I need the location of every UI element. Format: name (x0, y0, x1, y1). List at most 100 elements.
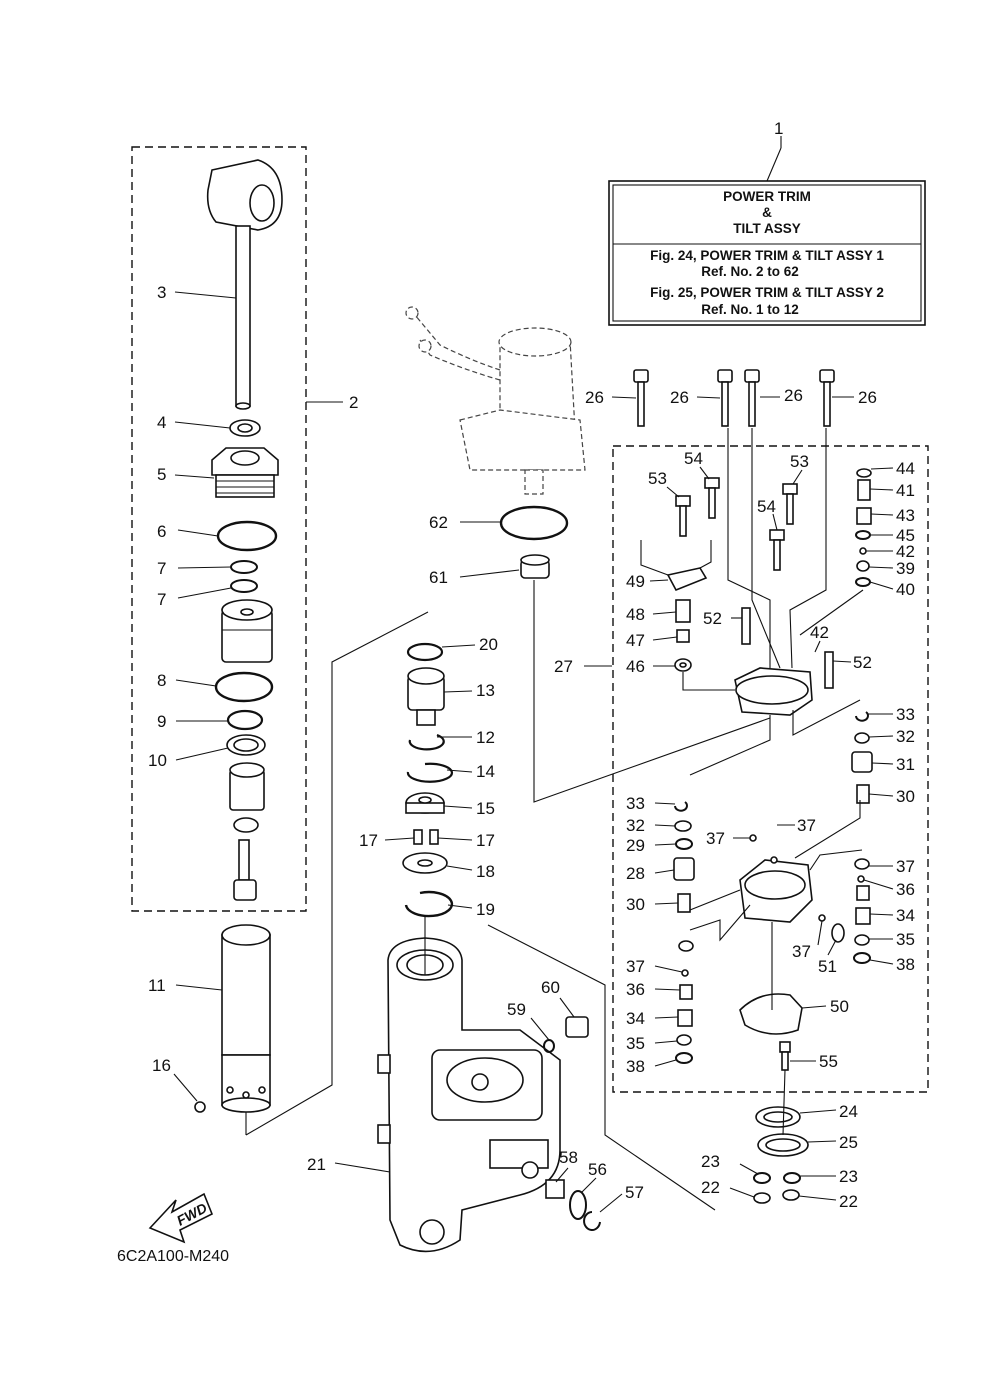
fwd-arrow-icon: FWD (148, 1192, 214, 1244)
callout-numbers: 1 2 3 4 5 6 7 7 8 9 10 11 16 20 13 12 14… (148, 119, 915, 1211)
callout-18: 18 (476, 862, 495, 881)
callout-17a: 17 (359, 831, 378, 850)
callout-19: 19 (476, 900, 495, 919)
callout-32b: 32 (626, 816, 645, 835)
callout-30a: 30 (896, 787, 915, 806)
callout-38a: 38 (896, 955, 915, 974)
callout-54a: 54 (684, 449, 703, 468)
left-assembly-parts (206, 159, 283, 901)
callout-57: 57 (625, 1183, 644, 1202)
group-box-27 (612, 445, 929, 1093)
callout-16: 16 (152, 1056, 171, 1075)
callout-44: 44 (896, 459, 915, 478)
callout-34a: 34 (896, 906, 915, 925)
callout-55: 55 (819, 1052, 838, 1071)
callout-37d: 37 (792, 942, 811, 961)
callout-33b: 33 (626, 794, 645, 813)
callout-25: 25 (839, 1133, 858, 1152)
leader-lines (173, 136, 894, 1213)
callout-12: 12 (476, 728, 495, 747)
callout-22b: 22 (839, 1192, 858, 1211)
callout-56: 56 (588, 1160, 607, 1179)
callout-53a: 53 (648, 469, 667, 488)
callout-47: 47 (626, 631, 645, 650)
diagram-code: 6C2A100-M240 (117, 1248, 229, 1265)
callout-49: 49 (626, 572, 645, 591)
motor-assembly (405, 306, 586, 495)
callout-7a: 7 (157, 559, 166, 578)
callout-51: 51 (818, 957, 837, 976)
callout-1: 1 (774, 119, 783, 138)
callout-26b: 26 (670, 388, 689, 407)
callout-14: 14 (476, 762, 495, 781)
callout-21: 21 (307, 1155, 326, 1174)
callout-3: 3 (157, 283, 166, 302)
callout-8: 8 (157, 671, 166, 690)
callout-61: 61 (429, 568, 448, 587)
callout-36a: 36 (896, 880, 915, 899)
callout-26c: 26 (784, 386, 803, 405)
callout-11: 11 (148, 976, 166, 995)
ref-line-2: Fig. 25, POWER TRIM & TILT ASSY 2 (650, 285, 884, 300)
callout-39: 39 (896, 559, 915, 578)
callout-23a: 23 (701, 1152, 720, 1171)
callout-26a: 26 (585, 388, 604, 407)
callout-6: 6 (157, 522, 166, 541)
callout-29: 29 (626, 836, 645, 855)
callout-54b: 54 (757, 497, 776, 516)
callout-15: 15 (476, 799, 495, 818)
callout-53b: 53 (790, 452, 809, 471)
callout-9: 9 (157, 712, 166, 731)
housing-21 (377, 915, 561, 1253)
title-line-3: TILT ASSY (733, 221, 801, 236)
callout-40: 40 (896, 580, 915, 599)
callout-5: 5 (157, 465, 166, 484)
callout-62: 62 (429, 513, 448, 532)
callout-52b: 52 (853, 653, 872, 672)
callout-10: 10 (148, 751, 167, 770)
callout-60: 60 (541, 978, 560, 997)
fittings (543, 1016, 601, 1231)
callout-28: 28 (626, 864, 645, 883)
callout-35a: 35 (896, 930, 915, 949)
callout-27: 27 (554, 657, 573, 676)
callout-22a: 22 (701, 1178, 720, 1197)
callout-48: 48 (626, 605, 645, 624)
title-box: POWER TRIM & TILT ASSY Fig. 24, POWER TR… (608, 180, 926, 326)
callout-37c: 37 (896, 857, 915, 876)
callout-33a: 33 (896, 705, 915, 724)
callout-38b: 38 (626, 1057, 645, 1076)
middle-column-parts (402, 642, 454, 918)
callout-37a: 37 (706, 829, 725, 848)
callout-23b: 23 (839, 1167, 858, 1186)
callout-42b: 42 (896, 542, 915, 561)
callout-32a: 32 (896, 727, 915, 746)
right-assembly-parts (633, 369, 873, 1204)
callout-58: 58 (559, 1148, 578, 1167)
ref-line-1: Fig. 24, POWER TRIM & TILT ASSY 1 (650, 248, 884, 263)
callout-37b: 37 (797, 816, 816, 835)
callout-2: 2 (349, 393, 358, 412)
callout-24: 24 (839, 1102, 858, 1121)
callout-13: 13 (476, 681, 495, 700)
alignment-lines (487, 428, 864, 1211)
callout-46: 46 (626, 657, 645, 676)
callout-31: 31 (896, 755, 915, 774)
callout-7b: 7 (157, 590, 166, 609)
cylinder-tube-11 (194, 924, 271, 1135)
callout-20: 20 (479, 635, 498, 654)
callout-42a: 42 (810, 623, 829, 642)
callout-30b: 30 (626, 895, 645, 914)
callout-35b: 35 (626, 1034, 645, 1053)
callout-4: 4 (157, 413, 166, 432)
callout-45: 45 (896, 526, 915, 545)
callout-17b: 17 (476, 831, 495, 850)
callout-34b: 34 (626, 1009, 645, 1028)
callout-36b: 36 (626, 980, 645, 999)
title-line-1: POWER TRIM (723, 189, 811, 204)
callout-59: 59 (507, 1000, 526, 1019)
callout-41: 41 (896, 481, 915, 500)
callout-26d: 26 (858, 388, 877, 407)
